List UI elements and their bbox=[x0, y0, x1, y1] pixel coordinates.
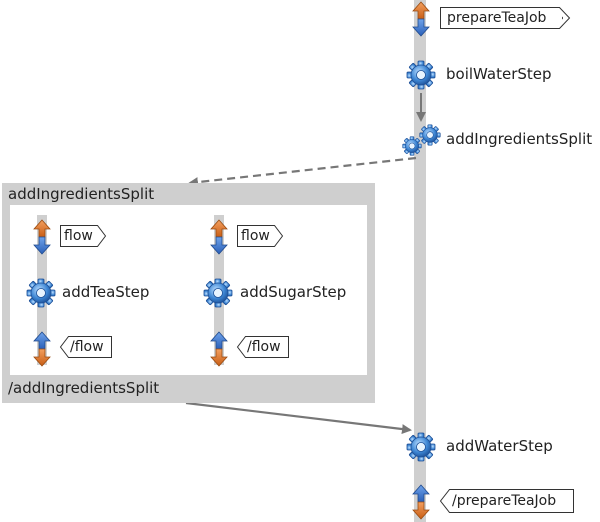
flow-1-end-tag[interactable]: /flow bbox=[59, 336, 112, 358]
connector-box-to-water bbox=[185, 401, 412, 435]
add-ingredients-split-label[interactable]: addIngredientsSplit bbox=[446, 130, 593, 148]
job-start-tag-outline bbox=[440, 7, 571, 29]
split-title: addIngredientsSplit bbox=[8, 185, 155, 203]
connector-split-to-box bbox=[188, 156, 417, 188]
job-end-tag[interactable]: /prepareTeaJob bbox=[439, 489, 574, 513]
double-arrow-up-icon[interactable] bbox=[411, 1, 431, 37]
flow-2-end-label: /flow bbox=[247, 339, 281, 355]
add-sugar-step-label[interactable]: addSugarStep bbox=[240, 283, 347, 301]
gear-icon[interactable] bbox=[203, 278, 233, 308]
double-arrow-up-icon[interactable] bbox=[32, 219, 52, 255]
split-end-label: /addIngredientsSplit bbox=[8, 379, 160, 397]
gear-icon[interactable] bbox=[26, 278, 56, 308]
flow-2-end-tag[interactable]: /flow bbox=[236, 336, 289, 358]
job-end-tag-label: /prepareTeaJob bbox=[452, 493, 557, 509]
double-arrow-down-icon[interactable] bbox=[209, 331, 229, 367]
double-gear-icon[interactable] bbox=[402, 124, 442, 160]
flow-1-start-label: flow bbox=[64, 228, 93, 244]
add-tea-step-label[interactable]: addTeaStep bbox=[62, 283, 150, 301]
job-start-tag-label: prepareTeaJob bbox=[447, 10, 547, 26]
flow-2-start-tag[interactable]: flow bbox=[237, 225, 284, 247]
split-container: addIngredientsSplit flow addTeaStep /flo… bbox=[2, 183, 375, 403]
flow-1-end-label: /flow bbox=[70, 339, 104, 355]
double-arrow-down-icon[interactable] bbox=[411, 484, 431, 520]
double-arrow-up-icon[interactable] bbox=[209, 219, 229, 255]
flow-2-start-label: flow bbox=[241, 228, 270, 244]
add-water-step-label[interactable]: addWaterStep bbox=[446, 437, 553, 455]
boil-water-step-label[interactable]: boilWaterStep bbox=[446, 65, 552, 83]
gear-icon[interactable] bbox=[406, 60, 436, 90]
flow-1-start-tag[interactable]: flow bbox=[60, 225, 107, 247]
double-arrow-down-icon[interactable] bbox=[32, 331, 52, 367]
gear-icon[interactable] bbox=[406, 432, 436, 462]
split-flows-panel: flow addTeaStep /flow flow addSugarStep … bbox=[10, 205, 367, 375]
